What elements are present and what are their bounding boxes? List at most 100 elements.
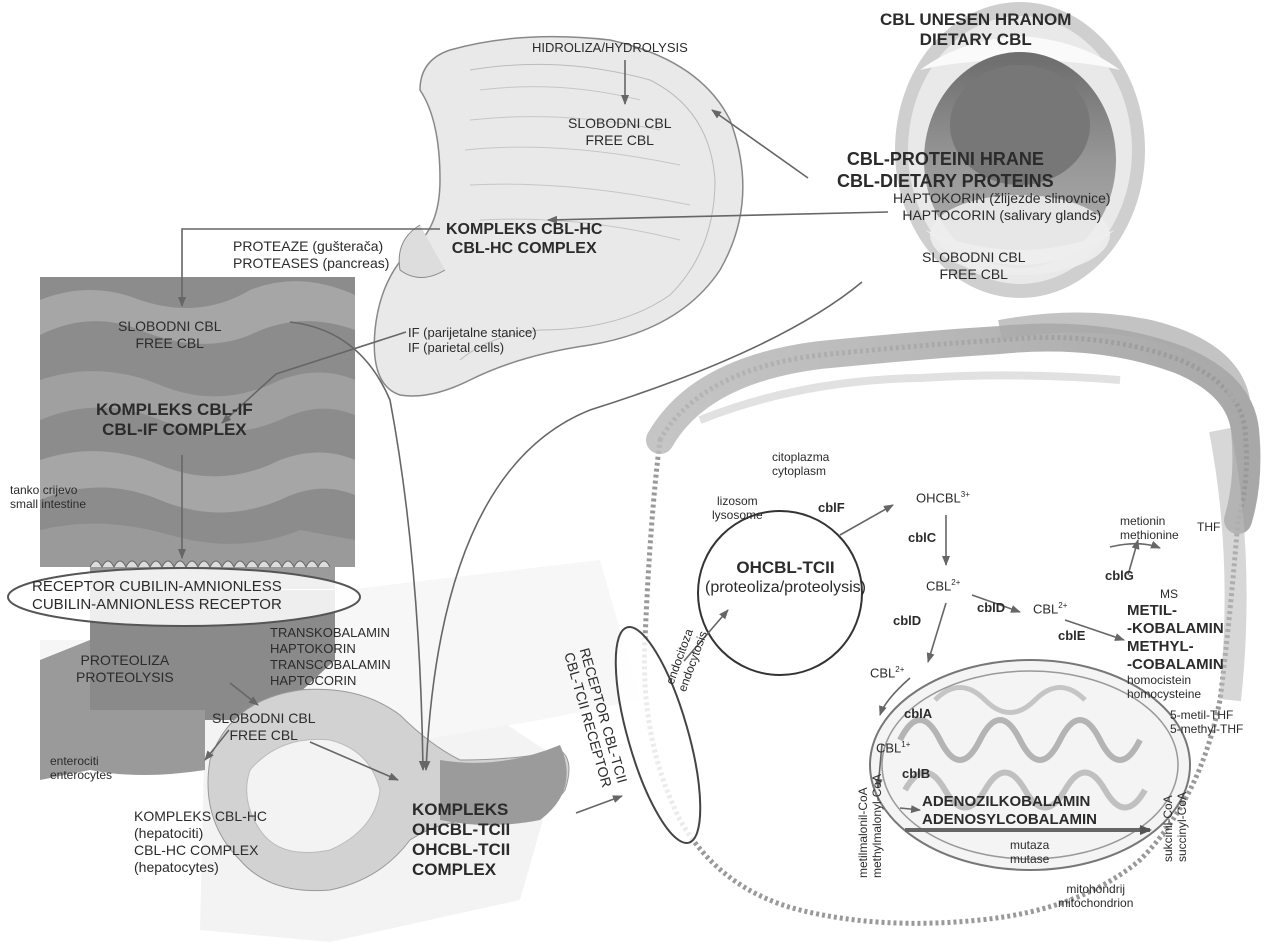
cbl2-mito-charge: 2+: [895, 665, 905, 674]
stomach-free-cbl-en: FREE CBL: [585, 132, 654, 148]
lysosome-complex-label: OHCBL-TCII (proteoliza/proteolysis): [705, 558, 866, 598]
mouth-free-cbl-label: SLOBODNI CBL FREE CBL: [922, 249, 1025, 283]
intrinsic-factor-label: IF (parijetalne stanice) IF (parietal ce…: [408, 325, 537, 355]
methylcobalamin-line4: -COBALAMIN: [1127, 656, 1224, 673]
ohcbl-charge: 3+: [960, 490, 970, 499]
methyl-thf-hr: 5-metil-THF: [1170, 708, 1234, 722]
dietary-proteins-hr: CBL-PROTEINI HRANE: [846, 149, 1044, 169]
methylcobalamin-line3: METHYL-: [1127, 638, 1194, 655]
mitochondrion-hr: mitohondrij: [1066, 882, 1126, 896]
adenosylcobalamin-en: ADENOSYLCOBALAMIN: [922, 811, 1097, 828]
blood-free-cbl-label: SLOBODNI CBL FREE CBL: [212, 710, 315, 744]
tcii-complex-line1: KOMPLEKS: [412, 800, 509, 819]
methylmalonyl-coa-label: metilmalonil-CoA methylmalonyl-CoA: [856, 774, 884, 878]
mouth-free-cbl-hr: SLOBODNI CBL: [922, 249, 1026, 265]
blood-vessel-illustration: [207, 688, 570, 892]
cbl2-cyto-text: CBL: [1033, 601, 1059, 617]
dietary-proteins-en: CBL-DIETARY PROTEINS: [837, 171, 1054, 191]
haptocorin-hr: HAPTOKORIN (žlijezde slinovnice): [893, 190, 1111, 206]
small-intestine-label: tanko crijevo small intestine: [10, 483, 86, 511]
mitochondrion-en: mitochondrion: [1058, 896, 1134, 910]
small-intestine-hr: tanko crijevo: [10, 483, 78, 497]
cbl1-charge: 1+: [901, 740, 911, 749]
cbla-label: cblA: [904, 706, 933, 721]
hepatocyte-complex-label: KOMPLEKS CBL-HC (hepatociti) CBL-HC COMP…: [134, 808, 267, 876]
haptocorin-en-2: HAPTOCORIN: [270, 673, 357, 688]
mutase-en: mutase: [1010, 852, 1050, 866]
stomach-illustration: [373, 35, 744, 397]
succinyl-coa-label: sukcinil-CoA succinyl-CoA: [1161, 792, 1189, 862]
tcii-complex-line2: OHCBL-TCII: [412, 820, 511, 839]
methylcobalamin-label: METIL- -KOBALAMIN METHYL- -COBALAMIN: [1127, 602, 1224, 674]
dietary-proteins-label: CBL-PROTEINI HRANE CBL-DIETARY PROTEINS: [837, 148, 1054, 192]
cbl-if-complex-hr: KOMPLEKS CBL-IF: [96, 400, 253, 419]
proteases-hr: PROTEAZE (gušterača): [233, 238, 384, 254]
cbl2-cyto-label: CBL2+: [1033, 598, 1067, 616]
methionine-en: methionine: [1120, 528, 1179, 542]
proteases-label: PROTEAZE (gušterača) PROTEASES (pancreas…: [233, 238, 389, 272]
transport-proteins-label: TRANSKOBALAMIN HAPTOKORIN TRANSCOBALAMIN…: [270, 625, 391, 689]
methionine-hr: metionin: [1120, 514, 1166, 528]
enterocytes-label: enterociti enterocytes: [50, 754, 112, 782]
lysosome-en: lysosome: [712, 508, 763, 522]
cbl2-mito-label: CBL2+: [870, 662, 904, 680]
mouth-illustration: [895, 2, 1145, 298]
ohcbl-tcii-complex-label: KOMPLEKS OHCBL-TCII OHCBL-TCII COMPLEX: [412, 800, 510, 880]
cblb-label: cblB: [902, 766, 931, 781]
ohcbl-text: OHCBL: [916, 490, 961, 506]
dietary-cbl-hr: CBL UNESEN HRANOM: [880, 10, 1072, 29]
methionine-label: metionin methionine: [1120, 514, 1179, 542]
adenosylcobalamin-hr: ADENOZILKOBALAMIN: [922, 793, 1091, 810]
adenosylcobalamin-label: ADENOZILKOBALAMIN ADENOSYLCOBALAMIN: [922, 793, 1097, 829]
methylmalonyl-coa-hr: metilmalonil-CoA: [856, 787, 870, 878]
intestine-proteolysis-hr: PROTEOLIZA: [80, 652, 170, 668]
lysosome-circle: [697, 510, 863, 676]
enterocytes-en: enterocytes: [50, 768, 113, 782]
cubilin-receptor-label: RECEPTOR CUBILIN-AMNIONLESS CUBILIN-AMNI…: [32, 578, 282, 614]
stomach-free-cbl-hr: SLOBODNI CBL: [568, 115, 672, 131]
thf-label: THF: [1197, 520, 1221, 534]
cytoplasm-en: cytoplasm: [772, 464, 827, 478]
cbl-hc-complex-label: KOMPLEKS CBL-HC CBL-HC COMPLEX: [446, 220, 602, 258]
cbld-cyto-label: cblD: [977, 600, 1006, 615]
cubilin-receptor-en: CUBILIN-AMNIONLESS RECEPTOR: [32, 596, 282, 613]
intestine-proteolysis-label: PROTEOLIZA PROTEOLYSIS: [76, 652, 174, 686]
methyl-thf-en: 5-methyl-THF: [1170, 722, 1244, 736]
intestine-free-cbl-en: FREE CBL: [135, 335, 204, 351]
cbl2-first-label: CBL2+: [926, 575, 960, 593]
small-intestine-en: small intestine: [10, 497, 87, 511]
methylcobalamin-line2: -KOBALAMIN: [1127, 620, 1224, 637]
if-en: IF (parietal cells): [408, 340, 505, 355]
cbl-hc-complex-en: CBL-HC COMPLEX: [451, 240, 597, 257]
cblg-label: cblG: [1105, 568, 1134, 583]
hepatocytes-hr: (hepatociti): [134, 825, 204, 841]
intestine-proteolysis-en: PROTEOLYSIS: [76, 669, 174, 685]
enterocytes-hr: enterociti: [50, 754, 99, 768]
blood-free-cbl-en: FREE CBL: [229, 727, 298, 743]
ohcbl3-label: OHCBL3+: [916, 487, 970, 505]
hepatocytes-en: (hepatocytes): [134, 859, 219, 875]
lysosome-label: lizosom lysosome: [712, 494, 763, 522]
cbl-if-complex-en: CBL-IF COMPLEX: [102, 420, 247, 439]
hepatocyte-complex-hr: KOMPLEKS CBL-HC: [134, 808, 268, 824]
cbl1-label: CBL1+: [876, 737, 910, 755]
cbld-mito-label: cblD: [893, 613, 922, 628]
mutase-label: mutaza mutase: [1010, 838, 1049, 866]
cblf-label: cblF: [818, 500, 845, 515]
cbl2-cyto-charge: 2+: [1058, 601, 1068, 610]
lysosome-complex: OHCBL-TCII: [736, 558, 835, 577]
cbl-if-complex-label: KOMPLEKS CBL-IF CBL-IF COMPLEX: [96, 400, 253, 440]
homocysteine-en: homocysteine: [1127, 687, 1202, 701]
hepatocyte-complex-en: CBL-HC COMPLEX: [134, 842, 259, 858]
intestine-free-cbl-hr: SLOBODNI CBL: [118, 318, 222, 334]
cbl2-first-text: CBL: [926, 578, 952, 594]
mitochondrion-label: mitohondrij mitochondrion: [1058, 882, 1133, 910]
tcii-complex-line3: OHCBL-TCII: [412, 840, 511, 859]
mouth-free-cbl-en: FREE CBL: [939, 266, 1008, 282]
methylmalonyl-coa-en: methylmalonyl-CoA: [870, 773, 884, 878]
cbl2-first-charge: 2+: [951, 578, 961, 587]
mutase-hr: mutaza: [1010, 838, 1050, 852]
ms-label: MS: [1160, 587, 1178, 601]
